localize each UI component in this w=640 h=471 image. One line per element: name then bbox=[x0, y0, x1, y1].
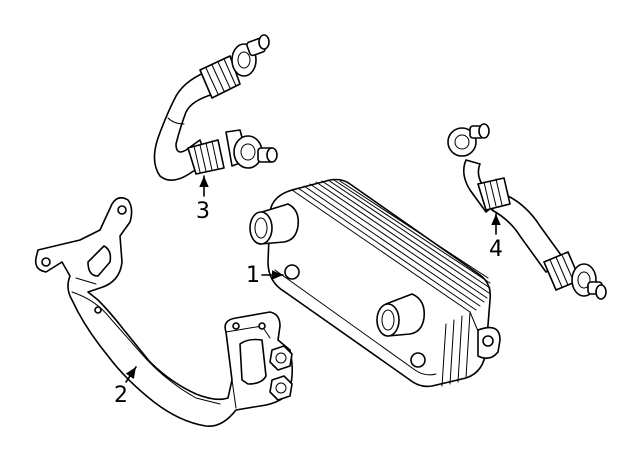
cooler-port-left bbox=[249, 203, 300, 245]
callout-1: 1 bbox=[246, 263, 284, 288]
bracket-bolt-upper bbox=[269, 345, 293, 371]
callout-label-1: 1 bbox=[246, 263, 260, 288]
hose-3-lower-fitting bbox=[225, 129, 278, 169]
callout-label-4: 4 bbox=[489, 237, 503, 262]
callout-2: 2 bbox=[114, 366, 137, 408]
cooler-hose-4 bbox=[447, 123, 607, 300]
hose-3-upper-fitting bbox=[231, 34, 270, 77]
bracket-bolt-lower bbox=[269, 375, 293, 401]
cooler-hose-3 bbox=[153, 34, 278, 181]
cooler-port-right bbox=[376, 293, 426, 337]
callout-label-2: 2 bbox=[114, 383, 128, 408]
callout-3: 3 bbox=[196, 175, 210, 224]
mounting-bracket bbox=[34, 196, 294, 427]
hose-4-upper-fitting bbox=[447, 123, 490, 157]
oil-cooler bbox=[249, 178, 501, 388]
hose-4-lower-fitting bbox=[571, 263, 607, 300]
callout-4: 4 bbox=[489, 213, 503, 262]
callout-label-3: 3 bbox=[196, 199, 210, 224]
